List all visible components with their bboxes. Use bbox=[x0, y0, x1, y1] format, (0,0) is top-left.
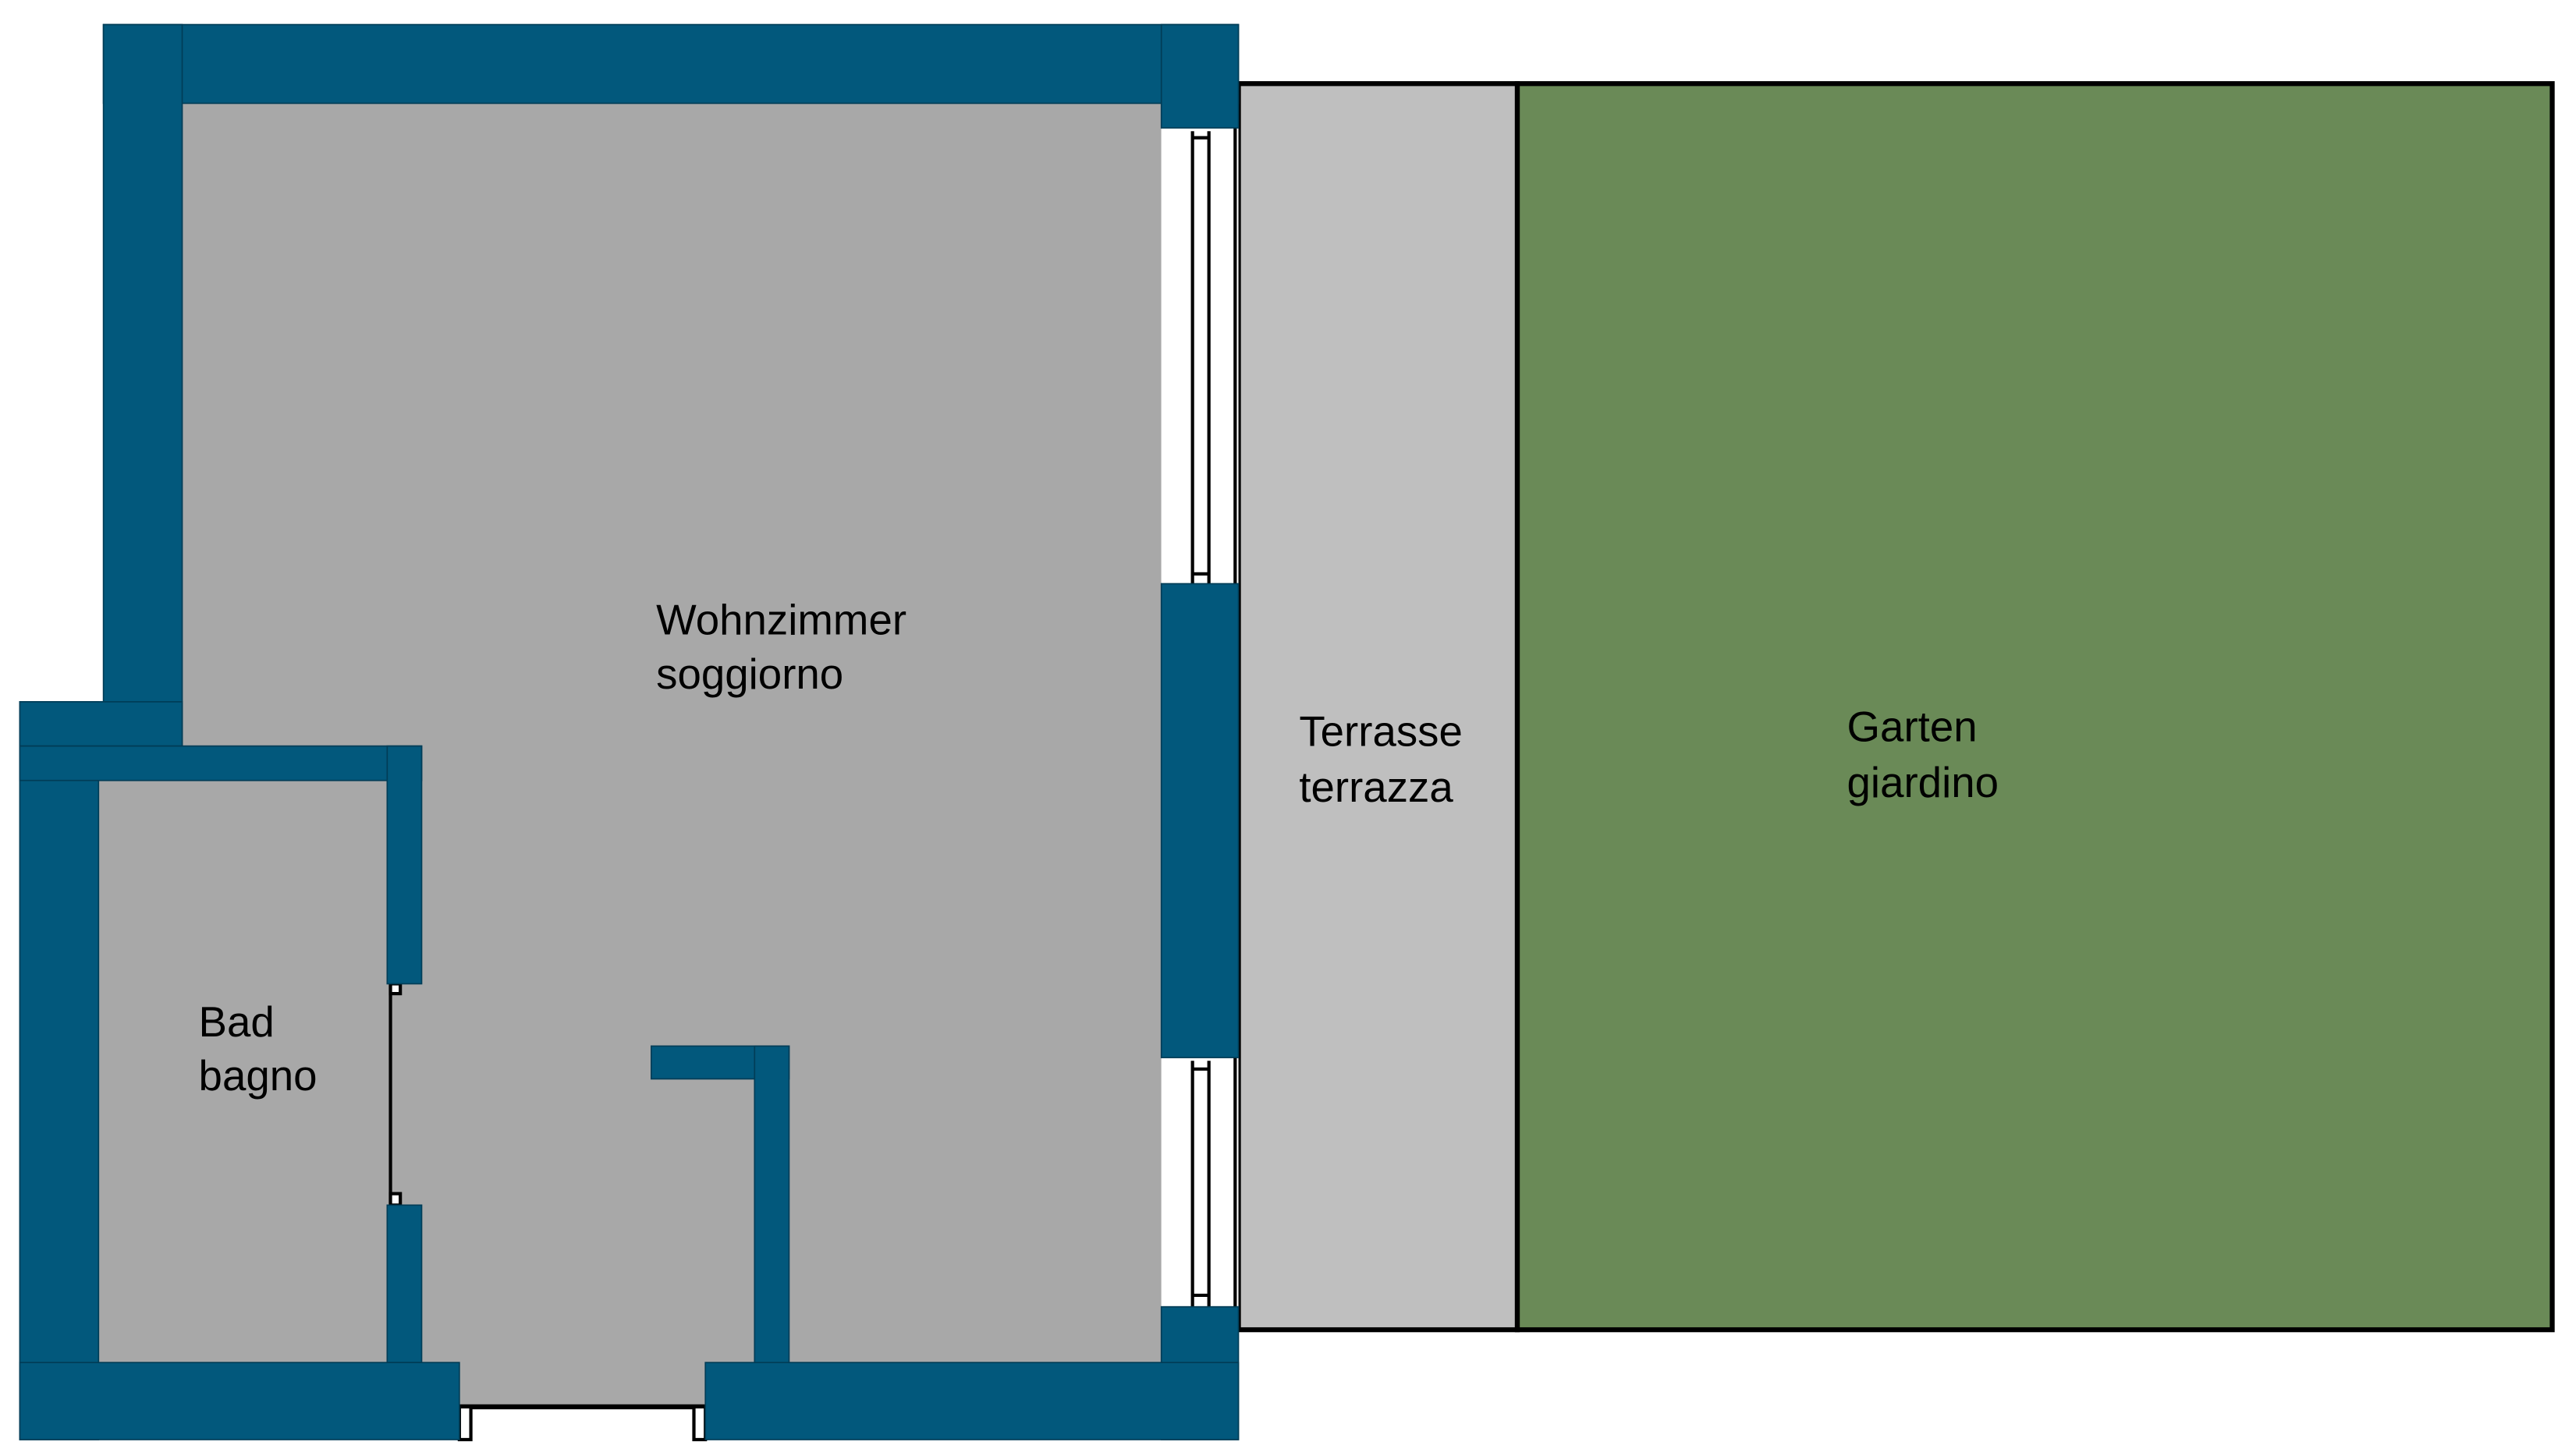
bathroom-label-it: bagno bbox=[199, 1052, 318, 1100]
entrance-door[interactable] bbox=[457, 1404, 708, 1442]
bathroom-label: Bad bbox=[199, 998, 275, 1046]
terrace-area bbox=[1236, 81, 1520, 1333]
garden-label: Garten bbox=[1847, 703, 1978, 750]
bathroom-floor bbox=[98, 780, 388, 1363]
terrace-label-it: terrazza bbox=[1299, 763, 1453, 811]
wall-right-middle bbox=[1160, 583, 1240, 1058]
wall-inner-vertical bbox=[754, 1045, 790, 1363]
walls bbox=[19, 23, 1240, 1440]
wall-bottom-left bbox=[19, 1362, 460, 1440]
wall-bath-right-lower bbox=[386, 1204, 423, 1363]
wall-step bbox=[19, 701, 183, 747]
wall-left-upper bbox=[102, 23, 183, 747]
wall-top bbox=[102, 23, 1240, 105]
living-room-label: Wohnzimmer bbox=[656, 597, 906, 644]
window-upper bbox=[1161, 127, 1239, 584]
living-room-floor-lower bbox=[421, 780, 1162, 1407]
wall-bath-right-upper bbox=[386, 745, 423, 985]
garden-area bbox=[1514, 81, 2555, 1333]
terrace-label: Terrasse bbox=[1299, 708, 1463, 756]
living-room-label-it: soggiorno bbox=[656, 650, 843, 698]
wall-right-top bbox=[1160, 23, 1240, 129]
wall-left-lower bbox=[19, 701, 100, 1440]
garden-label-it: giardino bbox=[1847, 759, 1999, 806]
wall-bottom-right bbox=[704, 1362, 1240, 1440]
wall-bath-top bbox=[19, 745, 423, 781]
window-lower bbox=[1161, 1057, 1239, 1307]
